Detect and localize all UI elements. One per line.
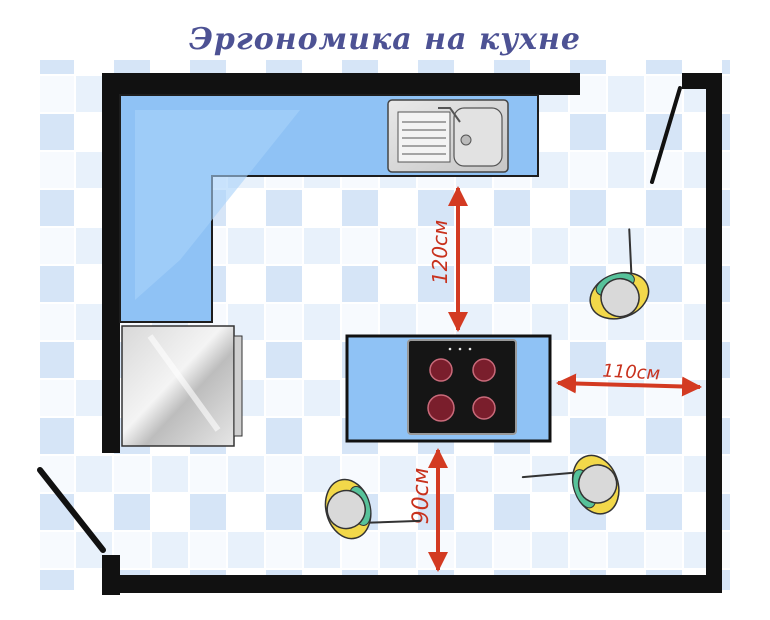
door-icon — [37, 86, 682, 553]
label-110cm: 110см — [602, 361, 661, 385]
page-title: Эргономика на кухне — [189, 22, 581, 57]
fridge-icon — [121, 325, 243, 447]
person-icon — [589, 228, 650, 320]
label-120cm: 120см — [428, 220, 452, 284]
kitchen-island — [345, 334, 552, 443]
arrow-island-to-wall — [556, 373, 702, 397]
label-90cm: 90см — [409, 468, 434, 525]
dimension-arrows — [428, 186, 702, 572]
walls — [102, 73, 722, 595]
cooktop-icon — [407, 339, 517, 435]
person-icon — [324, 478, 421, 540]
sink-icon — [387, 99, 509, 173]
person-icon — [521, 454, 620, 515]
